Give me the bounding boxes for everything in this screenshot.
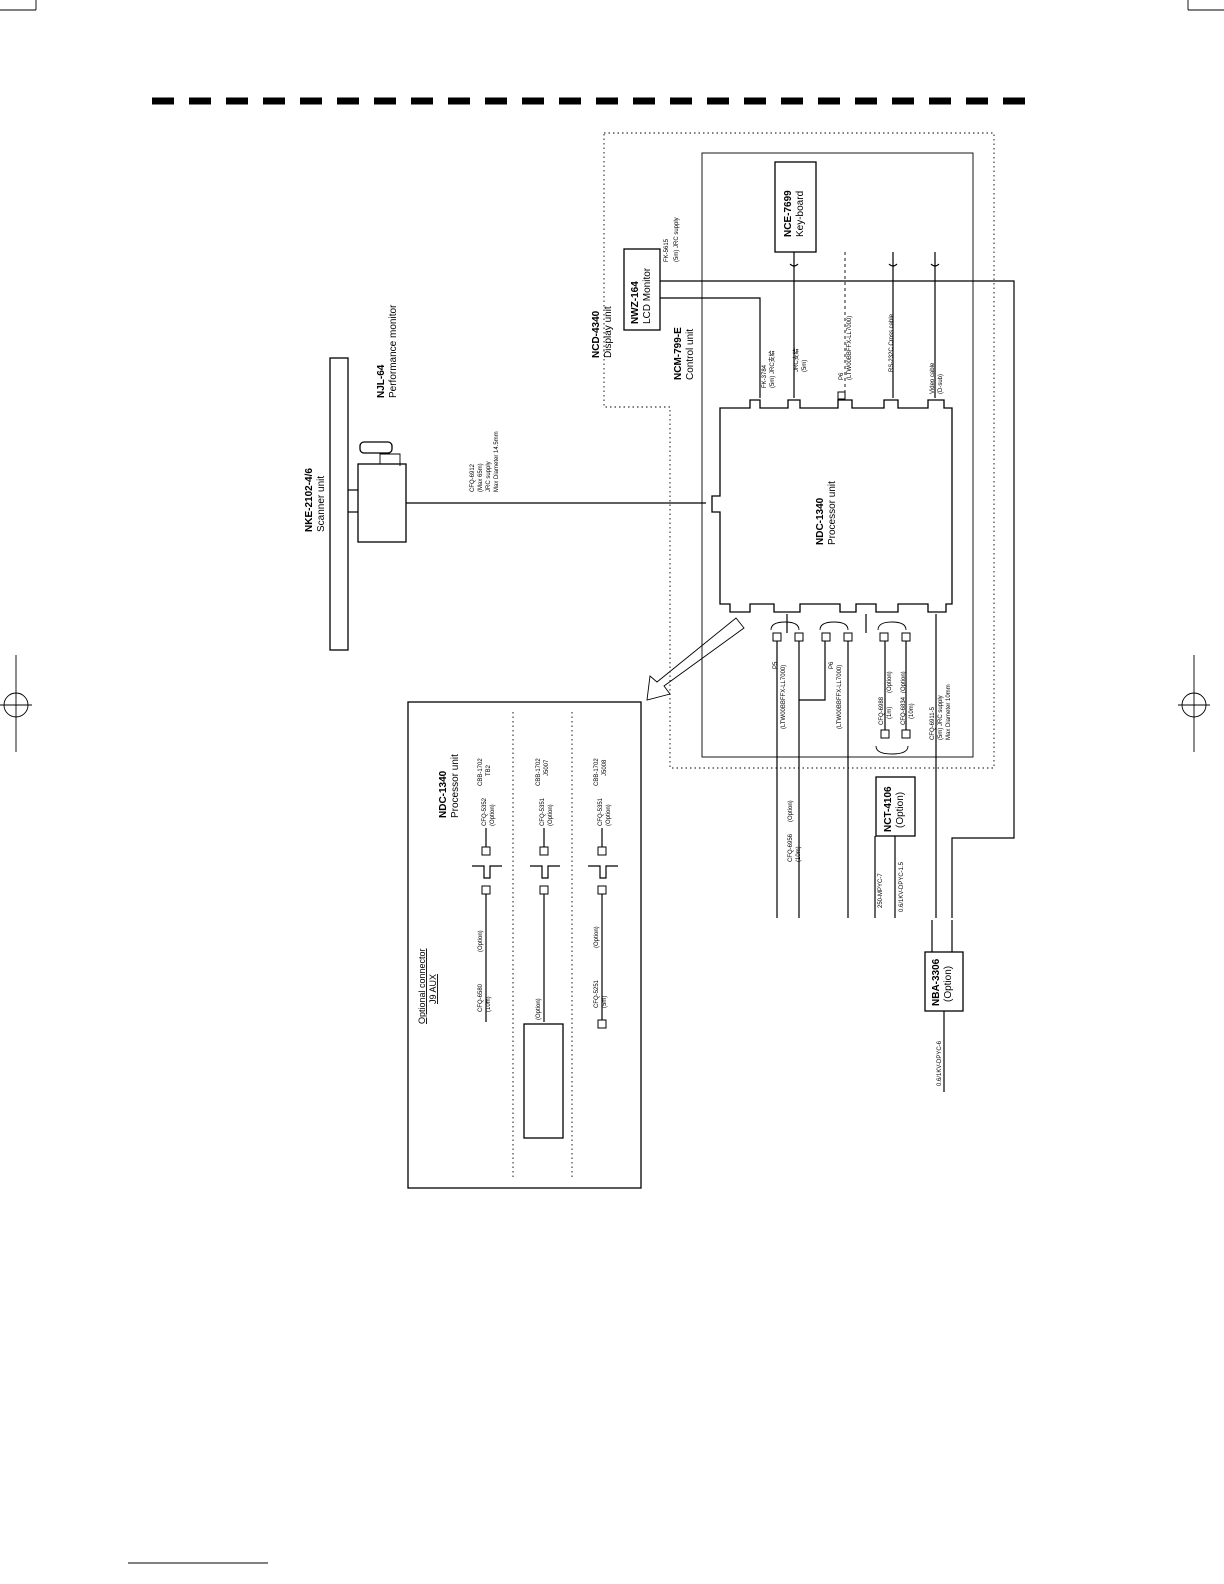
opt-row2-jack: J5007 bbox=[544, 759, 550, 776]
opt-row-1: CFQ-5352 (Option) CBB-1702 TB2 CFQ-6580 … bbox=[472, 758, 502, 1022]
scanner-antenna-bar bbox=[329, 357, 349, 651]
nba-option: (Option) bbox=[943, 966, 954, 1002]
cable-cfq6912-supply: JRC supply bbox=[486, 461, 492, 492]
opt-row1-tb: TB2 bbox=[486, 764, 492, 776]
cable-cfq6834-len: (10m) bbox=[909, 703, 915, 719]
opt-row2-cbb: CBB-1702 bbox=[536, 758, 542, 786]
cable-cfq6834-opt: (Option) bbox=[901, 671, 907, 693]
opt-row3-opt: (Option) bbox=[606, 804, 612, 826]
cable-fk5615-code: FK-5615 bbox=[664, 238, 670, 262]
nct-option: (Option) bbox=[895, 792, 906, 828]
cable-p5-detail: (LTW00BBFFX-LL7000) bbox=[781, 665, 787, 729]
control-unit-model: NCM-799-E bbox=[673, 327, 684, 380]
processor-unit-box bbox=[711, 399, 953, 613]
cable-video-sub: (D-sub) bbox=[938, 374, 944, 394]
control-unit-boundary bbox=[701, 152, 974, 758]
cable-jrc-kb-code: JRC支給 bbox=[792, 348, 800, 372]
cable-mpyc-label: 250-MPYC-7 bbox=[878, 873, 884, 908]
performance-monitor-box bbox=[359, 441, 393, 454]
optional-connector-arrow bbox=[646, 617, 745, 701]
opt-row-3: CFQ-5351 (Option) CBB-1702 J5008 CFQ-525… bbox=[588, 758, 618, 1029]
opt-row1-opt-b: (Option) bbox=[478, 930, 484, 952]
cable-cfq6912-diam: Max Diameter 14.5mm bbox=[494, 431, 500, 492]
scanner-housing bbox=[357, 463, 407, 543]
cable-p6-bot-code: P6 bbox=[829, 661, 835, 669]
cable-cfq6912-len: (Max 65m) bbox=[478, 463, 484, 492]
cable-p6-bot-detail: (LTW00BBFFX-LL7000) bbox=[837, 665, 843, 729]
opt-row2-external-device bbox=[523, 1023, 564, 1139]
cable-cfq6988-opt: (Option) bbox=[887, 671, 893, 693]
opt-row3-cbb: CBB-1702 bbox=[594, 758, 600, 786]
opt-row3-len-b: (5m) bbox=[602, 996, 608, 1008]
cable-cfq6911-diam: Max Diameter 10mm bbox=[946, 684, 952, 740]
cable-cfq6834-code: CFQ-6834 bbox=[901, 696, 907, 725]
cable-rs232c-label: RS-232C Cross cable bbox=[889, 313, 895, 372]
nba-model: NBA-3306 bbox=[931, 958, 942, 1006]
cable-jrc-kb-len: (5m) bbox=[802, 360, 808, 372]
cable-fk3784-code: FK-3784 bbox=[762, 364, 768, 388]
keyboard-name: Key-board bbox=[795, 191, 806, 237]
cable-p5-code: P5 bbox=[773, 661, 779, 669]
lcd-monitor-model: NWZ-164 bbox=[630, 281, 641, 324]
opt-row3-jack: J5008 bbox=[602, 759, 608, 776]
cable-cfq6988-code: CFQ-6988 bbox=[879, 696, 885, 725]
cable-p6-top-detail: (LTW00BBFFX-LL7000) bbox=[847, 316, 853, 380]
cable-cfq6911-detail: (5m) JRC supply bbox=[938, 695, 944, 740]
cable-video-label: Video cable bbox=[930, 362, 936, 394]
opt-row-2: CFQ-5351 (Option) CBB-1702 J5007 (Option… bbox=[523, 758, 564, 1139]
opt-row2-opt: (Option) bbox=[548, 804, 554, 826]
perf-monitor-name: Performance monitor bbox=[388, 304, 399, 398]
cable-cfq6911-code: CFQ-6911-5 bbox=[930, 706, 936, 740]
opt-row2-cfq: CFQ-5351 bbox=[540, 797, 546, 826]
opt-row3-opt-b: (Option) bbox=[594, 926, 600, 948]
lcd-monitor-box bbox=[623, 248, 661, 331]
processor-unit-model: NDC-1340 bbox=[815, 497, 826, 545]
cable-dpyc15-label: 0.6/1KV-DPYC-1.5 bbox=[899, 861, 905, 912]
cable-cfq6912-code: CFQ-6912 bbox=[470, 463, 476, 492]
opt-row3-cfq: CFQ-5351 bbox=[598, 797, 604, 826]
cable-cfq6956-len: (10m) bbox=[796, 846, 802, 862]
keyboard-model: NCE-7699 bbox=[783, 190, 794, 237]
opt-row2-ext: (Option) bbox=[536, 998, 542, 1020]
nct-model: NCT-4106 bbox=[883, 786, 894, 832]
opt-row1-cfq-b: CFQ-6580 bbox=[478, 983, 484, 1012]
opt-row1-cbb: CBB-1702 bbox=[478, 758, 484, 786]
cable-cfq6956-opt: (Option) bbox=[788, 800, 794, 822]
keyboard-box bbox=[774, 161, 817, 253]
control-unit-name: Control unit bbox=[685, 329, 696, 380]
cable-cfq6956-code: CFQ-6956 bbox=[788, 833, 794, 862]
lcd-monitor-name: LCD Monitor bbox=[642, 267, 653, 324]
perf-monitor-model: NJL-64 bbox=[376, 364, 387, 398]
cable-cfq6988-len: (1m) bbox=[887, 707, 893, 719]
optional-connector-subtitle: J9 AUX bbox=[428, 974, 438, 1004]
opt-proc-name: Processor unit bbox=[450, 754, 461, 818]
processor-unit-name: Processor unit bbox=[827, 481, 838, 545]
cable-fk5615-detail: (5m) JRC supply bbox=[674, 217, 680, 262]
cable-dpyc6-label: 0.6/1KV-DPYC-6 bbox=[937, 1040, 943, 1086]
cable-p6-top-code: P6 bbox=[839, 372, 845, 380]
opt-row1-len-b: (10m) bbox=[486, 996, 492, 1012]
nba-3306-box bbox=[924, 951, 964, 1012]
opt-row3-cfq-b: CFQ-5251 bbox=[594, 979, 600, 1008]
opt-proc-model: NDC-1340 bbox=[438, 770, 449, 818]
display-unit-model: NCD-4340 bbox=[591, 310, 602, 358]
scanner-name: Scanner unit bbox=[316, 476, 327, 532]
opt-row1-cfq-a: CFQ-5352 bbox=[482, 797, 488, 826]
cable-fk3784-detail: (5m) JRC支給 bbox=[768, 350, 776, 388]
scanner-model: NKE-2102-4/6 bbox=[304, 468, 315, 532]
optional-connector-title: Optional connector bbox=[417, 948, 427, 1024]
display-unit-name: Display unit bbox=[603, 306, 614, 358]
opt-row1-opt-a: (Option) bbox=[490, 804, 496, 826]
